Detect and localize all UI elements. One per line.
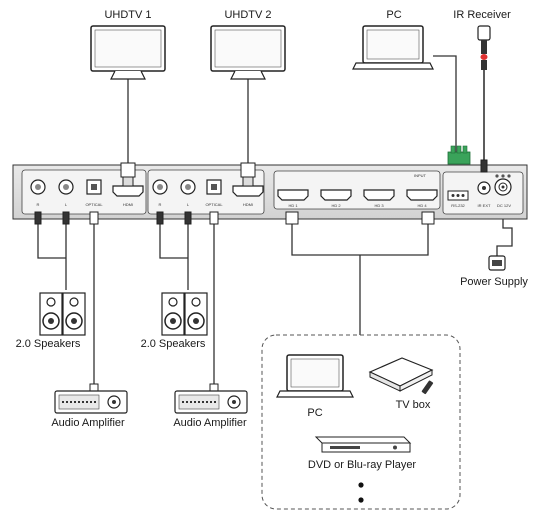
port-label-rs232: RS-232 xyxy=(451,203,465,208)
speakers-mid-label: 2.0 Speakers xyxy=(140,338,206,350)
rca-port-r xyxy=(152,179,168,195)
hdmi-out-port xyxy=(232,185,264,197)
port-label-hd1: HD 1 xyxy=(288,203,298,208)
hdmi-input-port xyxy=(320,189,352,201)
tv-box-label: TV box xyxy=(395,399,431,411)
port-label-optical: OPTICAL xyxy=(85,202,103,207)
dc-power-port xyxy=(494,178,512,196)
amplifier-icon xyxy=(174,390,248,414)
uhdtv1-label: UHDTV 1 xyxy=(104,9,152,21)
optical-port xyxy=(206,179,222,195)
ir-receiver-icon xyxy=(477,25,491,70)
port-label-ir-ext: IR EXT xyxy=(477,203,491,208)
laptop-icon xyxy=(352,25,434,70)
cable-speaker-left-r xyxy=(37,222,66,259)
matrix-rear-panel xyxy=(12,164,528,220)
port-label-r: R xyxy=(36,202,40,207)
tv-box-icon xyxy=(368,357,434,395)
rca-port-l xyxy=(180,179,196,195)
power-adapter-icon xyxy=(488,255,506,271)
speaker-icon xyxy=(161,292,185,336)
rca-port-l xyxy=(58,179,74,195)
speaker-icon xyxy=(184,292,208,336)
pc-bottom-label: PC xyxy=(307,407,323,419)
amp-mid-label: Audio Amplifier xyxy=(173,417,247,429)
hdmi-input-port xyxy=(277,189,309,201)
rca-port-r xyxy=(30,179,46,195)
amp-left-label: Audio Amplifier xyxy=(51,417,125,429)
more-dot xyxy=(358,482,364,488)
cable-speaker-mid-r xyxy=(159,222,188,259)
cable-pc-rs232 xyxy=(433,55,457,152)
dvd-player-icon xyxy=(314,436,412,453)
rs232-port xyxy=(447,190,469,201)
port-label-optical: OPTICAL xyxy=(205,202,223,207)
uhdtv2-label: UHDTV 2 xyxy=(224,9,272,21)
speaker-icon xyxy=(39,292,63,336)
cable-power xyxy=(496,206,513,258)
cables xyxy=(37,55,513,390)
more-dot xyxy=(358,497,364,503)
hdmi-out-port xyxy=(112,185,144,197)
cable-inputs xyxy=(291,222,429,256)
power-supply-label: Power Supply xyxy=(460,276,528,288)
hdmi-input-port xyxy=(406,189,438,201)
source-group-frame xyxy=(261,334,461,510)
port-label-dc: DC 12V xyxy=(496,203,512,208)
port-label-l: L xyxy=(64,202,68,207)
laptop-icon xyxy=(276,354,354,398)
input-group-title: INPUT xyxy=(414,173,426,178)
dvd-player-label: DVD or Blu-ray Player xyxy=(307,459,417,471)
monitor-icon xyxy=(90,25,166,80)
port-label-hd4: HD 4 xyxy=(417,203,427,208)
port-label-hd3: HD 3 xyxy=(374,203,384,208)
hdmi-input-port xyxy=(363,189,395,201)
pc-top-label: PC xyxy=(386,9,402,21)
port-label-hdmi: HDMI xyxy=(242,202,254,207)
optical-port xyxy=(86,179,102,195)
speakers-left-label: 2.0 Speakers xyxy=(15,338,81,350)
cable-plugs xyxy=(34,159,488,395)
port-label-r: R xyxy=(158,202,162,207)
speaker-icon xyxy=(62,292,86,336)
monitor-icon xyxy=(210,25,286,80)
amplifier-icon xyxy=(54,390,128,414)
port-label-l: L xyxy=(186,202,190,207)
screw-icon xyxy=(495,174,511,178)
port-label-hdmi: HDMI xyxy=(122,202,134,207)
port-label-hd2: HD 2 xyxy=(331,203,341,208)
ir-ext-port xyxy=(477,181,491,195)
ir-receiver-label: IR Receiver xyxy=(453,9,511,21)
rs232-terminal-icon xyxy=(447,145,471,165)
